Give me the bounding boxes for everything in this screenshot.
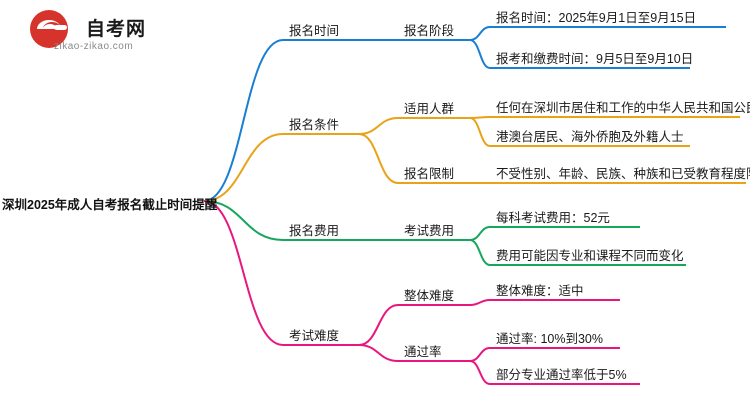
- subbranch-label-3-1: 通过率: [404, 345, 442, 359]
- root-node-label: 深圳2025年成人自考报名截止时间提醒: [2, 198, 218, 212]
- site-logo: 自考网 zikao-zikao.com: [24, 8, 194, 56]
- leaf-label-2-0-0: 每科考试费用：52元: [496, 211, 610, 225]
- subbranch-label-1-1: 报名限制: [404, 167, 455, 181]
- subbranch-label-3-0: 整体难度: [404, 289, 455, 303]
- leaf-label-1-0-0: 任何在深圳市居住和工作的中华人民共和国公民: [496, 101, 750, 115]
- leaf-label-0-0-1: 报考和缴费时间：9月5日至9月10日: [496, 52, 694, 66]
- leaf-label-0-0-0: 报名时间：2025年9月1日至9月15日: [496, 11, 697, 25]
- subbranch-label-2-0: 考试费用: [404, 224, 455, 238]
- leaf-label-2-0-1: 费用可能因专业和课程不同而变化: [496, 249, 684, 263]
- leaf-label-1-0-1: 港澳台居民、海外侨胞及外籍人士: [496, 130, 684, 144]
- leaf-label-3-0-0: 整体难度：适中: [496, 284, 584, 298]
- subbranch-label-1-0: 适用人群: [404, 102, 455, 116]
- subbranch-label-0-0: 报名阶段: [404, 24, 455, 38]
- logo-mark-icon: [30, 10, 68, 48]
- branch-label-2: 报名费用: [289, 224, 340, 238]
- logo-brand-text: 自考网: [86, 19, 147, 40]
- leaf-label-3-1-1: 部分专业通过率低于5%: [496, 368, 627, 382]
- branch-label-3: 考试难度: [289, 329, 340, 343]
- leaf-label-1-1-0: 不受性别、年龄、民族、种族和已受教育程度限制: [496, 167, 750, 181]
- leaf-label-3-1-0: 通过率: 10%到30%: [496, 332, 603, 346]
- logo-sub-text: zikao-zikao.com: [54, 41, 134, 52]
- branch-label-1: 报名条件: [289, 118, 340, 132]
- branch-label-0: 报名时间: [289, 24, 340, 38]
